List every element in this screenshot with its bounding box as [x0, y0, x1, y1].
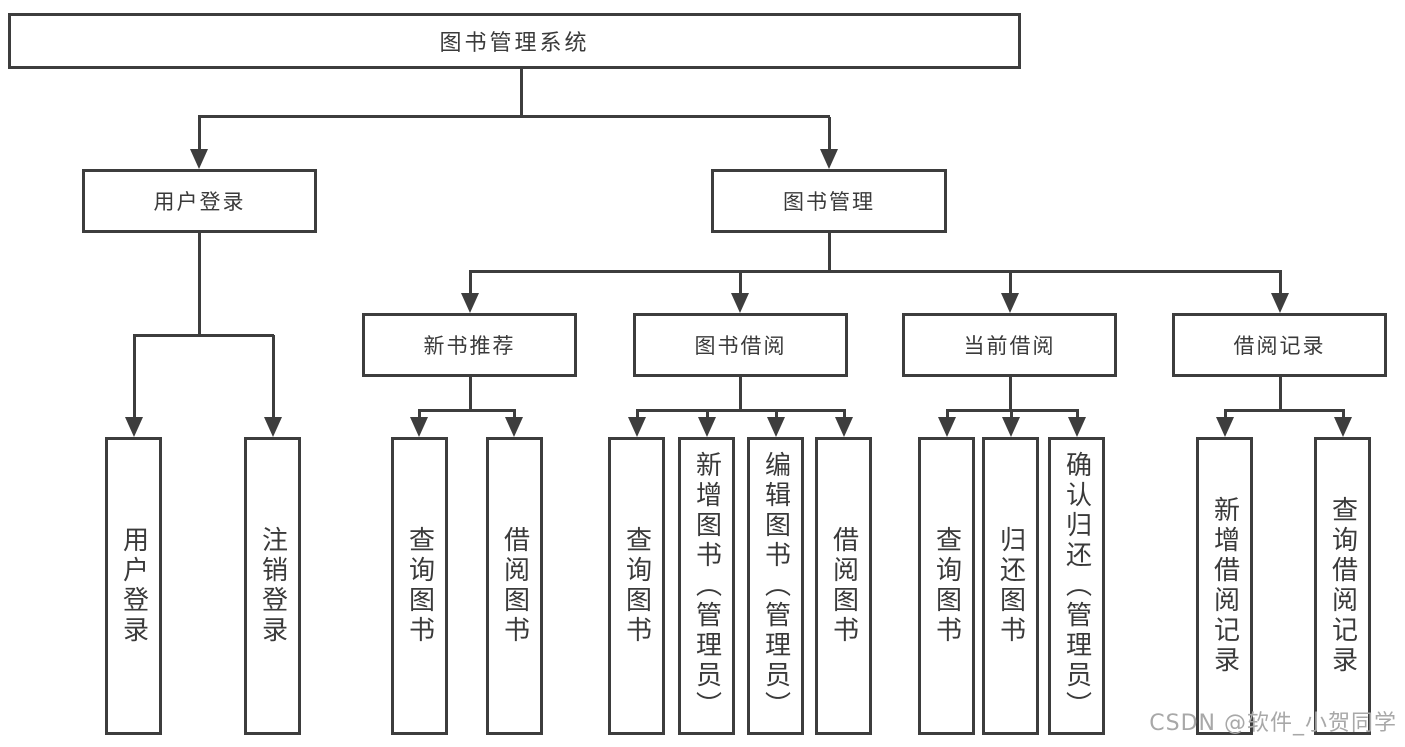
arrow-down-icon	[264, 417, 282, 437]
connector-line	[512, 410, 516, 420]
arrow-down-icon	[767, 417, 785, 437]
node-user-login: 用户登录	[82, 169, 317, 233]
arrow-down-icon	[1271, 293, 1289, 313]
connector-line	[1278, 271, 1282, 295]
arrow-down-icon	[505, 417, 523, 437]
connector-line	[468, 271, 472, 295]
connector-line	[197, 233, 201, 335]
leaf-current-query-books: 查询图书	[918, 437, 975, 735]
node-label: 图书管理	[783, 190, 875, 214]
connector-line	[519, 69, 523, 117]
leaf-current-return-books: 归还图书	[982, 437, 1039, 735]
connector-line	[1008, 377, 1012, 410]
connector-line	[738, 271, 742, 295]
node-borrowing-records: 借阅记录	[1172, 313, 1387, 377]
connector-line	[417, 408, 516, 412]
leaf-label: 归还图书	[995, 526, 1026, 646]
arrow-down-icon	[1068, 417, 1086, 437]
connector-line	[132, 335, 136, 419]
arrow-down-icon	[835, 417, 853, 437]
leaf-label: 用户登录	[118, 526, 149, 646]
connector-line	[198, 115, 830, 118]
connector-line	[271, 335, 275, 419]
arrow-down-icon	[731, 293, 749, 313]
leaf-borrowing-query-books: 查询图书	[608, 437, 665, 735]
leaf-label: 查询图书	[931, 526, 962, 646]
arrow-down-icon	[1216, 417, 1234, 437]
leaf-label: 借阅图书	[828, 526, 859, 646]
leaf-borrowing-borrow-books: 借阅图书	[815, 437, 872, 735]
leaf-user-login: 用户登录	[105, 437, 162, 735]
leaf-label: 编辑图书（管理员）	[760, 451, 791, 721]
connector-line	[1278, 377, 1282, 410]
arrow-down-icon	[820, 149, 838, 169]
leaf-borrowing-add-books-admin: 新增图书（管理员）	[678, 437, 735, 735]
leaf-label: 确认归还（管理员）	[1061, 451, 1092, 721]
leaf-recommend-borrow-books: 借阅图书	[486, 437, 543, 735]
connector-line	[827, 117, 831, 151]
node-book-management: 图书管理	[711, 169, 947, 233]
node-label: 用户登录	[153, 190, 246, 214]
arrow-down-icon	[1001, 293, 1019, 313]
leaf-label: 注销登录	[257, 526, 288, 646]
node-book-borrowing: 图书借阅	[633, 313, 848, 377]
leaf-current-confirm-return-admin: 确认归还（管理员）	[1048, 437, 1105, 735]
connector-line	[1075, 410, 1079, 420]
arrow-down-icon	[410, 417, 428, 437]
node-current-borrowing: 当前借阅	[902, 313, 1117, 377]
node-library-management-system: 图书管理系统	[8, 13, 1021, 69]
watermark: CSDN @软件_小贺同学	[1149, 711, 1397, 736]
leaf-borrowing-edit-books-admin: 编辑图书（管理员）	[747, 437, 804, 735]
connector-line	[774, 410, 778, 420]
connector-line	[635, 408, 846, 412]
connector-line	[738, 377, 742, 410]
leaf-label: 借阅图书	[499, 526, 530, 646]
connector-line	[1223, 410, 1227, 420]
leaf-records-query-borrow-record: 查询借阅记录	[1314, 437, 1371, 735]
leaf-label: 新增图书（管理员）	[691, 451, 722, 721]
connector-line	[1223, 408, 1345, 412]
connector-line	[197, 117, 201, 151]
connector-line	[635, 410, 639, 420]
arrow-down-icon	[125, 417, 143, 437]
connector-line	[1009, 410, 1013, 420]
arrow-down-icon	[628, 417, 646, 437]
connector-line	[133, 333, 274, 337]
leaf-label: 查询图书	[404, 526, 435, 646]
connector-line	[1008, 271, 1012, 295]
arrow-down-icon	[461, 293, 479, 313]
leaf-logout: 注销登录	[244, 437, 301, 735]
node-label: 图书管理系统	[439, 31, 590, 56]
node-label: 图书借阅	[694, 334, 787, 358]
leaf-label: 查询图书	[621, 526, 652, 646]
connector-line	[1341, 410, 1345, 420]
connector-line	[468, 269, 1282, 273]
connector-line	[468, 377, 472, 410]
leaf-label: 查询借阅记录	[1327, 496, 1358, 676]
connector-line	[705, 410, 709, 420]
node-label: 当前借阅	[963, 334, 1056, 358]
arrow-down-icon	[1334, 417, 1352, 437]
leaf-recommend-query-books: 查询图书	[391, 437, 448, 735]
arrow-down-icon	[1002, 417, 1020, 437]
arrow-down-icon	[698, 417, 716, 437]
leaf-records-add-borrow-record: 新增借阅记录	[1196, 437, 1253, 735]
node-label: 借阅记录	[1233, 334, 1326, 358]
node-label: 新书推荐	[423, 334, 516, 358]
connector-line	[945, 410, 949, 420]
connector-line	[827, 233, 831, 271]
connector-line	[417, 410, 421, 420]
leaf-label: 新增借阅记录	[1209, 496, 1240, 676]
arrow-down-icon	[190, 149, 208, 169]
arrow-down-icon	[938, 417, 956, 437]
node-new-book-recommendation: 新书推荐	[362, 313, 577, 377]
connector-line	[842, 410, 846, 420]
